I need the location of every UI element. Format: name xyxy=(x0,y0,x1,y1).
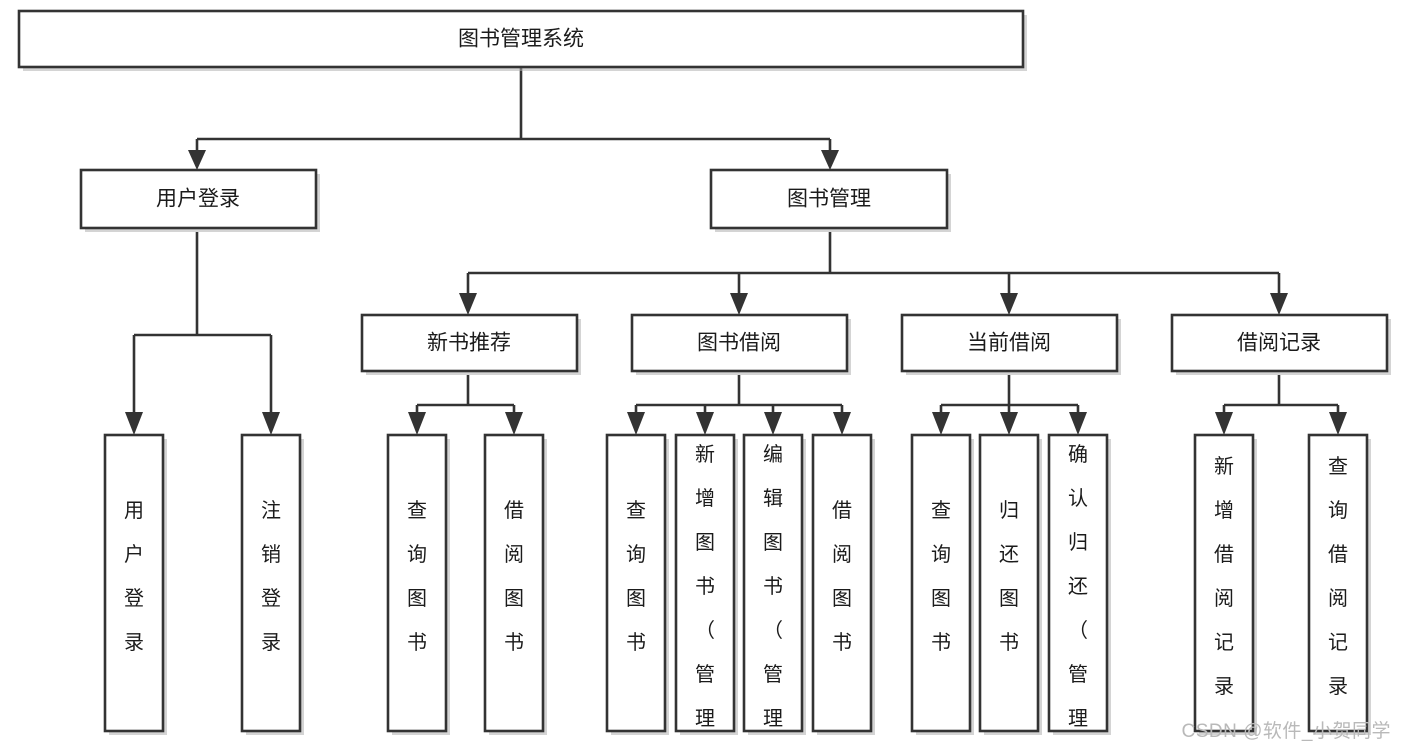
node-leaf-13[interactable]: 查询借阅记录 xyxy=(1307,433,1371,735)
node-leaf-10[interactable]: 归还图书 xyxy=(978,433,1042,735)
node-leaf-1-box[interactable] xyxy=(103,433,165,733)
node-leaf-12-box[interactable] xyxy=(1193,433,1255,733)
arrow-borrow-to-leaf-6 xyxy=(696,412,714,435)
node-borrow[interactable]: 图书借阅 xyxy=(630,313,851,375)
node-newbook-label: 新书推荐 xyxy=(427,332,511,355)
node-leaf-7-box[interactable] xyxy=(742,433,804,733)
node-leaf-2[interactable]: 注销登录 xyxy=(240,433,304,735)
arrow-newbook-to-leaf-3 xyxy=(408,412,426,435)
edge-layer xyxy=(125,67,1347,435)
node-leaf-7-label: 编辑图书（管理员） xyxy=(763,443,783,747)
arrow-current-to-leaf-10 xyxy=(1000,412,1018,435)
node-leaf-8-box[interactable] xyxy=(811,433,873,733)
arrow-record-to-leaf-12 xyxy=(1215,412,1233,435)
arrow-newbook-to-leaf-4 xyxy=(505,412,523,435)
node-newbook[interactable]: 新书推荐 xyxy=(360,313,581,375)
node-root[interactable]: 图书管理系统 xyxy=(17,9,1027,71)
node-leaf-8[interactable]: 借阅图书 xyxy=(811,433,875,735)
node-leaf-3-label: 查询图书 xyxy=(407,499,427,654)
arrow-borrow-to-leaf-7 xyxy=(764,412,782,435)
node-newbook-box[interactable] xyxy=(360,313,579,373)
node-leaf-1[interactable]: 用户登录 xyxy=(103,433,167,735)
node-borrow-label: 图书借阅 xyxy=(697,332,781,355)
node-leaf-10-box[interactable] xyxy=(978,433,1040,733)
node-current-box[interactable] xyxy=(900,313,1119,373)
node-leaf-4[interactable]: 借阅图书 xyxy=(483,433,547,735)
node-leaf-11-label: 确认归还（管理员） xyxy=(1068,443,1088,747)
node-leaf-10-label: 归还图书 xyxy=(999,499,1019,654)
arrow-login-to-leaf-1 xyxy=(125,412,143,435)
arrow-root-to-login xyxy=(188,150,206,170)
arrow-borrow-to-leaf-8 xyxy=(833,412,851,435)
arrow-current-to-leaf-9 xyxy=(932,412,950,435)
node-leaf-5-box[interactable] xyxy=(605,433,667,733)
node-record-box[interactable] xyxy=(1170,313,1389,373)
node-leaf-9-box[interactable] xyxy=(910,433,972,733)
node-current-label: 当前借阅 xyxy=(967,332,1051,355)
csdn-watermark: CSDN @软件_小贺同学 xyxy=(1181,721,1391,742)
node-leaf-6-label: 新增图书（管理员） xyxy=(695,443,715,747)
arrow-bookmgmt-to-current xyxy=(1000,293,1018,315)
node-leaf-6[interactable]: 新增图书（管理员） xyxy=(674,433,738,747)
node-leaf-2-box[interactable] xyxy=(240,433,302,733)
node-leaf-9[interactable]: 查询图书 xyxy=(910,433,974,735)
node-leaf-12[interactable]: 新增借阅记录 xyxy=(1193,433,1257,735)
node-record-label: 借阅记录 xyxy=(1237,332,1321,355)
node-leaf-11[interactable]: 确认归还（管理员） xyxy=(1047,433,1111,747)
node-root-box[interactable] xyxy=(17,9,1025,69)
node-leaf-13-box[interactable] xyxy=(1307,433,1369,733)
arrow-bookmgmt-to-newbook xyxy=(459,293,477,315)
node-leaf-13-label: 查询借阅记录 xyxy=(1328,455,1348,698)
node-leaf-4-box[interactable] xyxy=(483,433,545,733)
arrow-bookmgmt-to-borrow xyxy=(730,293,748,315)
node-leaf-11-box[interactable] xyxy=(1047,433,1109,733)
node-bookmgmt-label: 图书管理 xyxy=(787,188,871,211)
arrow-bookmgmt-to-record xyxy=(1270,293,1288,315)
node-record[interactable]: 借阅记录 xyxy=(1170,313,1391,375)
arrow-current-to-leaf-11 xyxy=(1069,412,1087,435)
node-current[interactable]: 当前借阅 xyxy=(900,313,1121,375)
node-leaf-3-box[interactable] xyxy=(386,433,448,733)
arrow-record-to-leaf-13 xyxy=(1329,412,1347,435)
node-leaf-5-label: 查询图书 xyxy=(626,499,646,654)
node-login[interactable]: 用户登录 xyxy=(79,168,320,232)
node-bookmgmt-box[interactable] xyxy=(709,168,949,230)
arrow-login-to-leaf-2 xyxy=(262,412,280,435)
node-login-label: 用户登录 xyxy=(156,188,240,211)
node-leaf-9-label: 查询图书 xyxy=(931,499,951,654)
node-leaf-2-label: 注销登录 xyxy=(261,499,281,654)
node-bookmgmt[interactable]: 图书管理 xyxy=(709,168,951,232)
node-borrow-box[interactable] xyxy=(630,313,849,373)
arrow-root-to-bookmgmt xyxy=(821,150,839,170)
node-leaf-5[interactable]: 查询图书 xyxy=(605,433,669,735)
node-root-label: 图书管理系统 xyxy=(458,28,584,51)
node-leaf-6-box[interactable] xyxy=(674,433,736,733)
node-leaf-8-label: 借阅图书 xyxy=(832,499,852,654)
node-leaf-4-label: 借阅图书 xyxy=(504,499,524,654)
node-leaf-12-label: 新增借阅记录 xyxy=(1214,455,1234,698)
arrow-borrow-to-leaf-5 xyxy=(627,412,645,435)
node-leaf-1-label: 用户登录 xyxy=(124,500,144,654)
node-leaf-3[interactable]: 查询图书 xyxy=(386,433,450,735)
node-leaf-7[interactable]: 编辑图书（管理员） xyxy=(742,433,806,747)
node-login-box[interactable] xyxy=(79,168,318,230)
